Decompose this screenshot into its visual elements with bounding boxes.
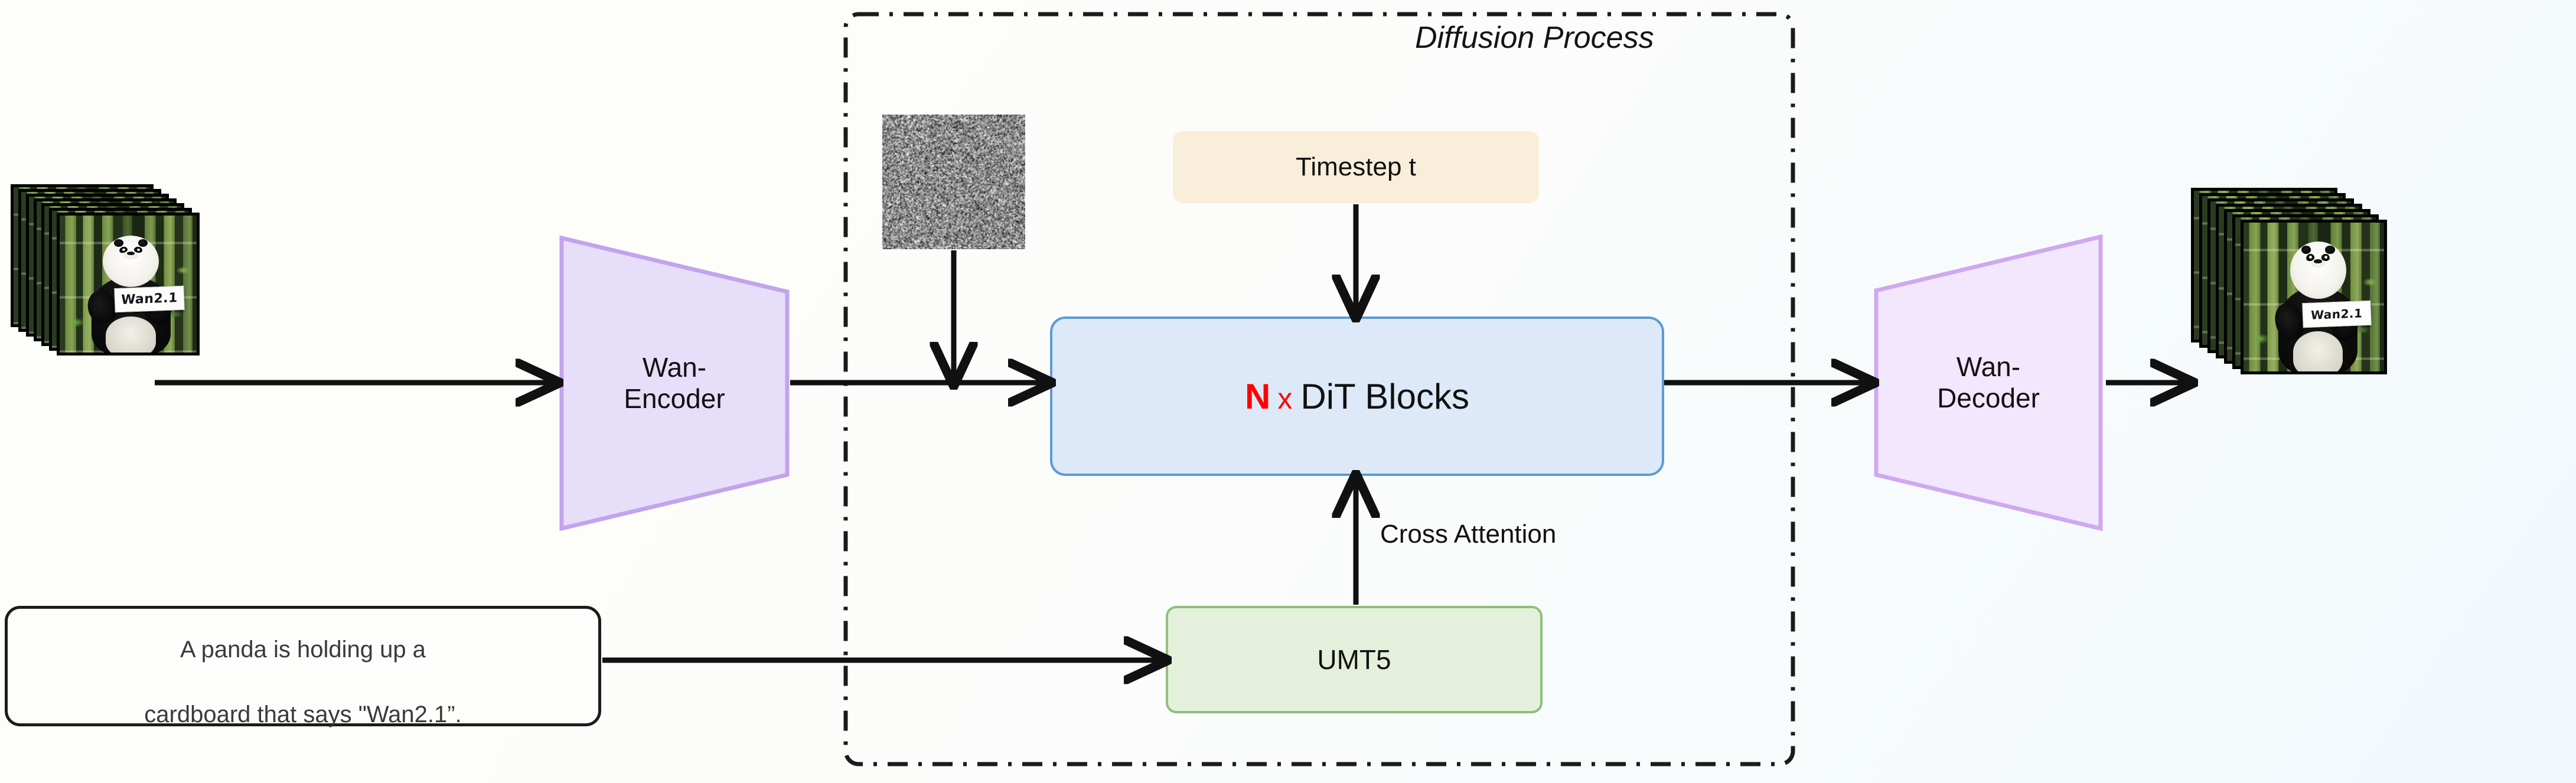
noise-latent-patch	[882, 115, 1025, 249]
input-sign-text: Wan2.1	[120, 290, 178, 308]
wan-decoder-block[interactable]: Wan- Decoder	[1873, 234, 2104, 531]
prompt-text: A panda is holding up a cardboard that s…	[144, 601, 461, 732]
prompt-text-box[interactable]: A panda is holding up a cardboard that s…	[5, 606, 601, 727]
prompt-line-1: A panda is holding up a	[180, 636, 426, 663]
umt5-box[interactable]: UMT5	[1166, 606, 1543, 713]
output-frame-front: Wan2.1	[2241, 220, 2387, 374]
input-frame-front: Wan2.1	[57, 213, 200, 355]
input-frame-stack: Wan2.1	[11, 184, 200, 355]
umt5-label: UMT5	[1317, 644, 1391, 675]
dit-blocks-text: DiT Blocks	[1300, 376, 1469, 416]
output-sign: Wan2.1	[2302, 300, 2372, 328]
cross-attention-label: Cross Attention	[1380, 520, 1557, 549]
input-sign: Wan2.1	[114, 285, 185, 313]
panda-illustration-output	[2266, 229, 2370, 371]
output-sign-text: Wan2.1	[2310, 306, 2363, 322]
timestep-box[interactable]: Timestep t	[1173, 131, 1539, 203]
dit-multiply-symbol: x	[1277, 381, 1293, 415]
output-frame-stack: Wan2.1	[2191, 188, 2387, 374]
diffusion-process-boundary	[843, 12, 1795, 766]
diffusion-process-label: Diffusion Process	[1415, 21, 1654, 55]
timestep-label: Timestep t	[1296, 152, 1416, 181]
dit-count-symbol: N	[1245, 376, 1271, 416]
wan-encoder-block[interactable]: Wan- Encoder	[559, 235, 790, 531]
prompt-line-2: cardboard that says "Wan2.1”.	[144, 702, 462, 728]
